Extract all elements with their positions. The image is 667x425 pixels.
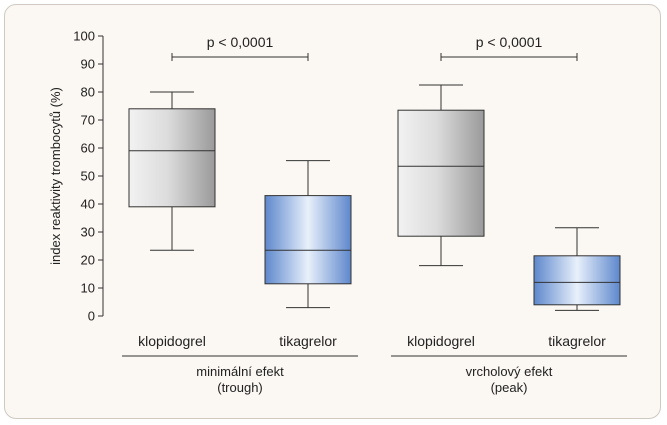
group-label-line1: minimální efekt xyxy=(196,364,284,379)
category-labels: klopidogrel tikagrelor klopidogrel tikagrel… xyxy=(138,333,606,349)
box-tikagrelor xyxy=(264,160,352,309)
box-klopidogrel xyxy=(397,84,485,267)
group-label-line2: (trough) xyxy=(217,380,263,395)
y-tick-label: 100 xyxy=(73,29,95,44)
y-tick-label: 20 xyxy=(81,253,95,268)
y-tick-label: 30 xyxy=(81,225,95,240)
box-tikagrelor xyxy=(533,227,621,311)
y-tick-label: 10 xyxy=(81,281,95,296)
box-iqr xyxy=(264,195,352,285)
box-iqr xyxy=(397,109,485,237)
y-tick-label: 80 xyxy=(81,85,95,100)
y-tick-label: 60 xyxy=(81,141,95,156)
y-axis xyxy=(98,35,104,317)
box-iqr xyxy=(533,255,621,306)
category-label: klopidogrel xyxy=(138,333,206,349)
group-label-line2: (peak) xyxy=(491,380,528,395)
category-label: tikagrelor xyxy=(279,333,337,349)
box-klopidogrel xyxy=(128,91,216,251)
y-tick-label: 50 xyxy=(81,169,95,184)
y-tick-label: 70 xyxy=(81,113,95,128)
group-label-line1: vrcholový efekt xyxy=(466,364,553,379)
y-tick-label: 90 xyxy=(81,57,95,72)
box-series xyxy=(128,84,621,311)
category-label: tikagrelor xyxy=(548,333,606,349)
y-axis-label: index reaktivity trombocytů (%) xyxy=(48,87,63,265)
p-value-label: p < 0,0001 xyxy=(207,34,274,50)
group-labels: minimální efekt(trough) vrcholový efekt(p… xyxy=(122,355,627,395)
box-iqr xyxy=(128,108,216,208)
category-label: klopidogrel xyxy=(407,333,475,349)
y-tick-label: 0 xyxy=(88,309,95,324)
y-tick-label: 40 xyxy=(81,197,95,212)
significance-annotations: p < 0,0001 p < 0,0001 xyxy=(171,34,578,61)
p-value-label: p < 0,0001 xyxy=(476,34,543,50)
y-tick-labels: 0 10 20 30 40 50 60 70 80 90 100 xyxy=(73,29,95,324)
